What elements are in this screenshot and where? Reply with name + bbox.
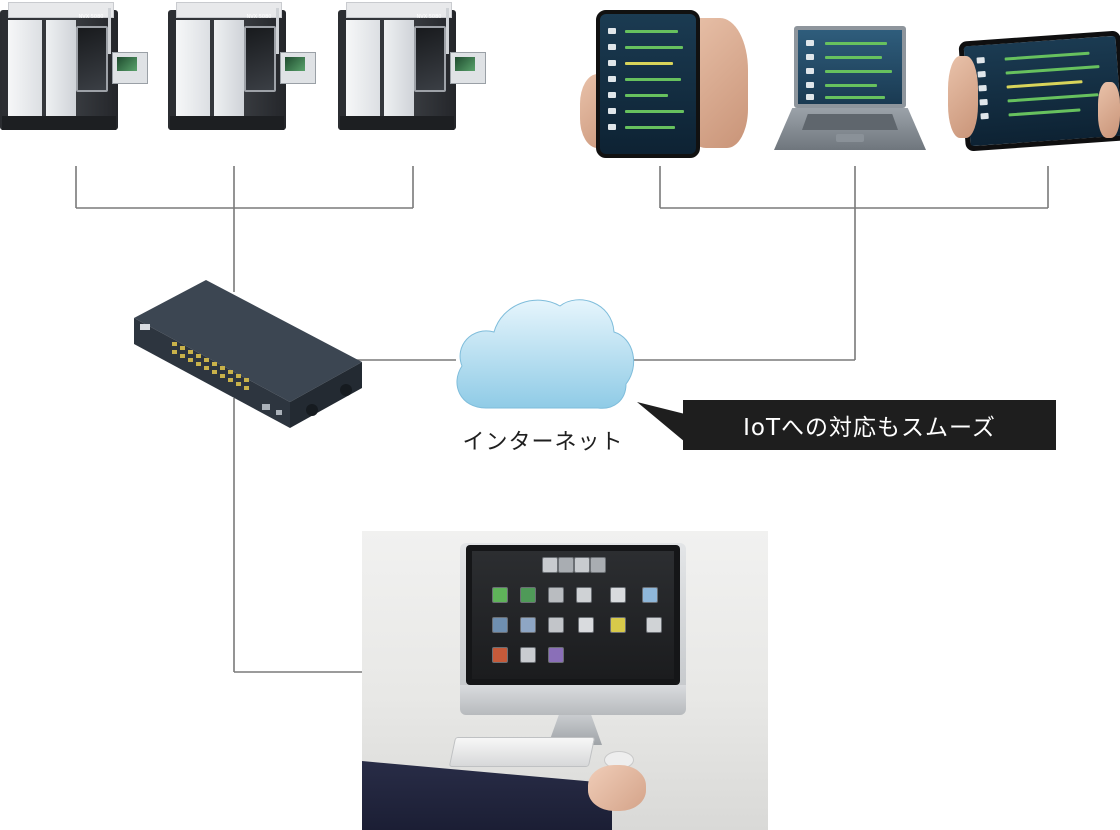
smartphone-device xyxy=(580,10,748,158)
machine-door-right xyxy=(384,20,414,116)
machine-window xyxy=(76,26,108,92)
machine-window xyxy=(414,26,446,92)
internet-cloud-icon xyxy=(456,299,635,409)
machine-top-panel xyxy=(176,2,282,18)
laptop-device xyxy=(774,26,926,156)
machine-panel-arm xyxy=(108,8,111,54)
machine-window xyxy=(244,26,276,92)
callout-text: IoTへの対応もスムーズ xyxy=(743,415,996,441)
machine-model-label: NVX 5080 xyxy=(246,14,272,20)
laptop-screen xyxy=(798,30,902,104)
callout-box: IoTへの対応もスムーズ xyxy=(683,400,1056,450)
machine-base xyxy=(2,116,116,130)
laptop-touchpad xyxy=(836,134,864,142)
machine-base xyxy=(170,116,284,130)
monitor-chin xyxy=(460,685,686,715)
smartphone-screen xyxy=(596,10,700,158)
monitor-display xyxy=(472,551,674,679)
machine-base xyxy=(340,116,454,130)
machine-door-left xyxy=(346,20,380,116)
machine-top-panel xyxy=(346,2,452,18)
desktop-pc-photo xyxy=(362,531,768,830)
machine-model-label: NVX 5080 xyxy=(78,14,104,20)
machine-control-screen xyxy=(117,57,137,71)
machine-control-panel xyxy=(112,52,148,84)
machine-door-left xyxy=(176,20,210,116)
machine-control-screen xyxy=(455,57,475,71)
user-hand xyxy=(588,765,646,811)
tablet-screen xyxy=(958,30,1120,152)
machine-model-label: NVX 5080 xyxy=(416,14,442,20)
network-switch xyxy=(134,280,362,428)
machine-control-panel xyxy=(450,52,486,84)
hand-right xyxy=(1098,82,1120,138)
machine-tool-1: NVX 5080 xyxy=(0,2,150,140)
machine-door-right xyxy=(214,20,244,116)
switch-ports xyxy=(172,342,249,390)
machine-top-panel xyxy=(8,2,114,18)
cloud-label: インターネット xyxy=(462,430,624,455)
machine-tool-3: NVX 5080 xyxy=(338,2,488,140)
keyboard xyxy=(448,737,596,767)
laptop-lid xyxy=(794,26,906,108)
hand-left xyxy=(948,56,978,138)
laptop-keyboard xyxy=(802,114,898,130)
machine-control-panel xyxy=(280,52,316,84)
machine-door-left xyxy=(8,20,42,116)
tablet-device xyxy=(948,30,1120,152)
machine-panel-arm xyxy=(446,8,449,54)
switch-top-face xyxy=(134,280,362,402)
machine-panel-arm xyxy=(276,8,279,54)
switch-logo xyxy=(140,324,150,330)
machine-door-right xyxy=(46,20,76,116)
machine-control-screen xyxy=(285,57,305,71)
machine-tool-2: NVX 5080 xyxy=(168,2,318,140)
